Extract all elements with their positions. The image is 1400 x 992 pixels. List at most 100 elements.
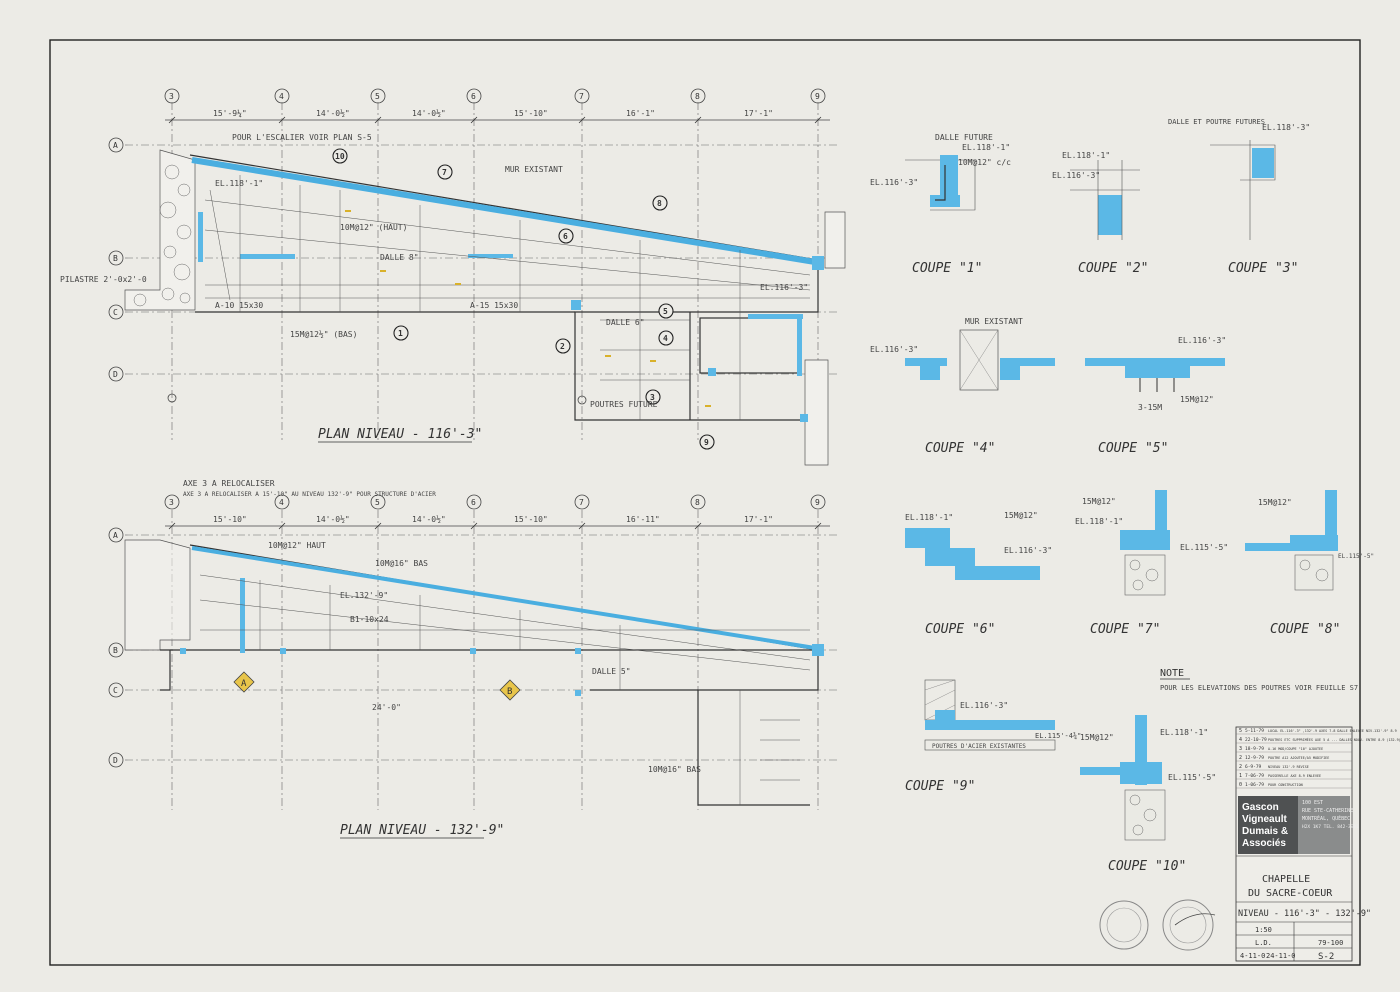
coupe-5-note-0: EL.116'-3": [1178, 336, 1226, 345]
svg-text:6: 6: [471, 498, 476, 507]
svg-text:5-11-79: 5-11-79: [1245, 728, 1264, 734]
coupe-6-note-0: EL.118'-1": [905, 513, 953, 522]
note-10m-bas-2: 10M@16" BAS: [375, 559, 428, 568]
plan1-dimension-line: 15'-9¼"14'-0½"14'-0½"15'-10"16'-1"17'-1": [165, 108, 830, 124]
svg-text:6: 6: [471, 92, 476, 101]
coupe-4-note-0: EL.116'-3": [870, 345, 918, 354]
firm-line-4: Associés: [1242, 838, 1286, 849]
svg-text:5: 5: [1239, 728, 1242, 734]
svg-text:10: 10: [335, 152, 345, 161]
firm-address-3: MONTRÉAL, QUÉBEC: [1302, 814, 1350, 822]
coupe-4-detail: EL.116'-3" MUR EXISTANT: [870, 317, 1055, 391]
plan1-reinforcement-lines: [204, 175, 811, 420]
coupe-8-note-0: 15M@12": [1258, 498, 1292, 507]
coupe-7-detail: 15M@12" EL.118'-1" EL.115'-5": [1075, 490, 1228, 596]
svg-text:1: 1: [398, 329, 403, 338]
grid-target-symbol: [167, 393, 587, 405]
date-value: 4-11-0: [1240, 952, 1265, 960]
coupe-3-label: COUPE "3": [1228, 261, 1298, 276]
coupe-2-detail: EL.118'-1" EL.116'-3": [1052, 151, 1140, 240]
note-15m-bas: 15M@12½" (BAS): [290, 329, 357, 339]
coupe-9-note-2: EL.115'-4¾": [1035, 732, 1081, 740]
svg-text:NIVEAU 132'-9 REVISE: NIVEAU 132'-9 REVISE: [1268, 765, 1309, 769]
svg-text:D: D: [113, 756, 118, 765]
coupe-3-detail: DALLE ET POUTRE FUTURES EL.118'-3": [1168, 118, 1310, 240]
svg-text:7: 7: [579, 498, 584, 507]
plan2-blue-beams: [180, 546, 824, 696]
grid-column-3: 3: [164, 494, 180, 510]
coupe-8-note-1: EL.115'-5": [1338, 553, 1374, 560]
callout-3: 3: [645, 389, 661, 405]
coupe-6-note-1: EL.116'-3": [1004, 546, 1052, 555]
callout-8: 8: [652, 195, 668, 211]
coupe-3-note-0: DALLE ET POUTRE FUTURES: [1168, 118, 1265, 126]
callout-4: 4: [658, 330, 674, 346]
svg-text:POUR CONSTRUCTION: POUR CONSTRUCTION: [1268, 783, 1303, 787]
note-text: POUR LES ELEVATIONS DES POUTRES VOIR FEU…: [1160, 684, 1358, 692]
note-24ft: 24'-0": [372, 703, 401, 712]
coupe-1-label: COUPE "1": [912, 261, 982, 276]
note-poutres-future: POUTRES FUTURE: [590, 400, 658, 409]
svg-text:C: C: [113, 308, 118, 317]
svg-text:7-06-79: 7-06-79: [1245, 773, 1264, 779]
project-name-2: DU SACRE-COEUR: [1248, 888, 1333, 899]
svg-text:3: 3: [169, 92, 174, 101]
coupe-8-detail: 15M@12" EL.115'-5": [1245, 490, 1374, 591]
grid-column-6: 6: [466, 88, 482, 104]
project-number: 79-100: [1318, 939, 1343, 947]
note-a10: A-10 15x30: [215, 301, 263, 310]
svg-text:4: 4: [663, 334, 668, 343]
svg-text:5: 5: [663, 307, 668, 316]
coupe-8-label: COUPE "8": [1270, 622, 1340, 637]
dimension-label: 15'-10": [514, 109, 548, 118]
svg-text:3: 3: [1239, 746, 1242, 752]
coupe-1-note-0: DALLE FUTURE: [935, 133, 993, 142]
svg-text:9: 9: [815, 498, 820, 507]
grid-column-8: 8: [690, 494, 706, 510]
svg-text:7: 7: [442, 168, 447, 177]
grid-row-D: D: [108, 752, 124, 768]
grid-column-3: 3: [164, 88, 180, 104]
svg-text:POUTRE A12 AJOUTEE/A5 MODIFIEE: POUTRE A12 AJOUTEE/A5 MODIFIEE: [1268, 756, 1329, 760]
svg-text:8: 8: [695, 498, 700, 507]
callout-7: 7: [437, 164, 453, 180]
svg-text:6: 6: [563, 232, 568, 241]
callout-10: 10: [332, 148, 348, 164]
scale-value: 1:50: [1255, 926, 1272, 934]
coupe-7-label: COUPE "7": [1090, 622, 1160, 637]
coupe-10-label: COUPE "10": [1108, 859, 1186, 874]
drawn-by: L.D.: [1255, 939, 1272, 947]
svg-text:1-06-79: 1-06-79: [1245, 782, 1264, 788]
svg-text:LOCAL EL.116'-3" ,132'-9 AXES: LOCAL EL.116'-3" ,132'-9 AXES 7-8 DALLE …: [1268, 729, 1397, 733]
section-labels: COUPE "1" COUPE "2" COUPE "3" COUPE "4" …: [905, 261, 1340, 874]
callout-5: 5: [658, 303, 674, 319]
svg-text:6-9-79: 6-9-79: [1245, 764, 1262, 770]
coupe-10-note-0: 15M@12": [1080, 733, 1114, 742]
grid-column-9: 9: [810, 494, 826, 510]
plan1-blue-beams: [191, 157, 824, 422]
grid-columns-plan2: 3 4 5 6 7 8 9: [164, 494, 826, 510]
coupe-4-note-1: MUR EXISTANT: [965, 317, 1023, 326]
grid-column-5: 5: [370, 494, 386, 510]
svg-text:A: A: [113, 141, 118, 150]
coupe-1-note-1: 10M@12" c/c: [958, 158, 1011, 167]
svg-text:4: 4: [279, 498, 284, 507]
svg-text:2: 2: [1239, 755, 1242, 761]
sheet-number: S-2: [1318, 952, 1334, 962]
firm-address-4: H2X 1K7 TEL. 842-3981: [1302, 824, 1359, 830]
note-axe3-line1: AXE 3 A RELOCALISER: [183, 479, 275, 488]
section-marker-b: B: [507, 687, 512, 697]
dimension-label: 14'-0½": [316, 108, 350, 118]
firm-line-2: Vigneault: [1242, 814, 1287, 825]
svg-text:3: 3: [169, 498, 174, 507]
coupe-6-detail: EL.118'-1" EL.116'-3" 15M@12": [905, 511, 1052, 580]
engineer-stamps: [1099, 899, 1216, 951]
